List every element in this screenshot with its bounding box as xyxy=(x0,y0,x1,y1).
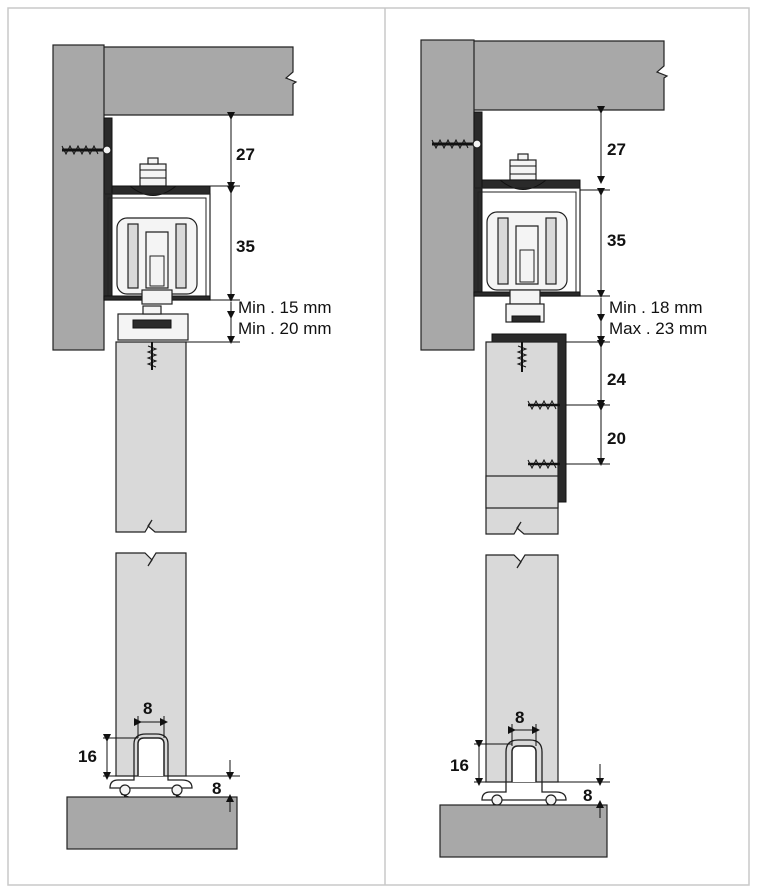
right-door-screw-icon xyxy=(516,342,528,372)
left-dim-16: 16 xyxy=(78,747,97,766)
left-dim-35: 35 xyxy=(236,237,255,256)
frame-border xyxy=(7,7,750,886)
left-nut-icon xyxy=(128,157,178,196)
left-wall-post xyxy=(52,44,105,351)
right-dim-8-side: 8 xyxy=(583,786,592,805)
right-panel: 27 35 Min . 18 mm Max . 23 mm 24 20 8 16… xyxy=(420,39,707,858)
right-dim-35: 35 xyxy=(607,231,626,250)
left-door-upper xyxy=(115,341,187,533)
left-floor-block xyxy=(66,796,238,850)
right-dim-min-18: Min . 18 mm xyxy=(609,298,703,317)
right-door-panel xyxy=(485,475,559,509)
left-ceiling-beam xyxy=(102,46,298,116)
right-door-lower xyxy=(485,554,559,783)
right-dim-27: 27 xyxy=(607,140,626,159)
right-wall-post xyxy=(420,39,475,351)
left-door-screw-icon xyxy=(146,342,158,370)
left-dim-min-20: Min . 20 mm xyxy=(238,319,332,338)
left-dimension-lines xyxy=(103,112,240,812)
right-trolley xyxy=(486,211,568,323)
left-trolley xyxy=(116,217,198,305)
left-hanger-block xyxy=(117,305,189,341)
right-dim-24: 24 xyxy=(607,370,626,389)
left-dim-min-15: Min . 15 mm xyxy=(238,298,332,317)
right-dim-20: 20 xyxy=(607,429,626,448)
right-wall-screw-icon xyxy=(431,138,482,150)
right-dim-max-23: Max . 23 mm xyxy=(609,319,707,338)
right-dimension-lines xyxy=(474,106,610,818)
right-ceiling-beam xyxy=(472,40,669,111)
right-dim-8-top: 8 xyxy=(515,708,524,727)
left-dim-27: 27 xyxy=(236,145,255,164)
right-floor-block xyxy=(439,804,608,858)
right-nut-icon xyxy=(498,153,548,190)
left-wall-screw-icon xyxy=(61,144,112,156)
right-dim-16: 16 xyxy=(450,756,469,775)
left-dim-8-top: 8 xyxy=(143,699,152,718)
right-side-screws-icon xyxy=(527,399,560,470)
left-dim-8-side: 8 xyxy=(212,779,221,798)
left-panel: 27 35 Min . 15 mm Min . 20 mm 8 16 8 xyxy=(52,44,332,850)
